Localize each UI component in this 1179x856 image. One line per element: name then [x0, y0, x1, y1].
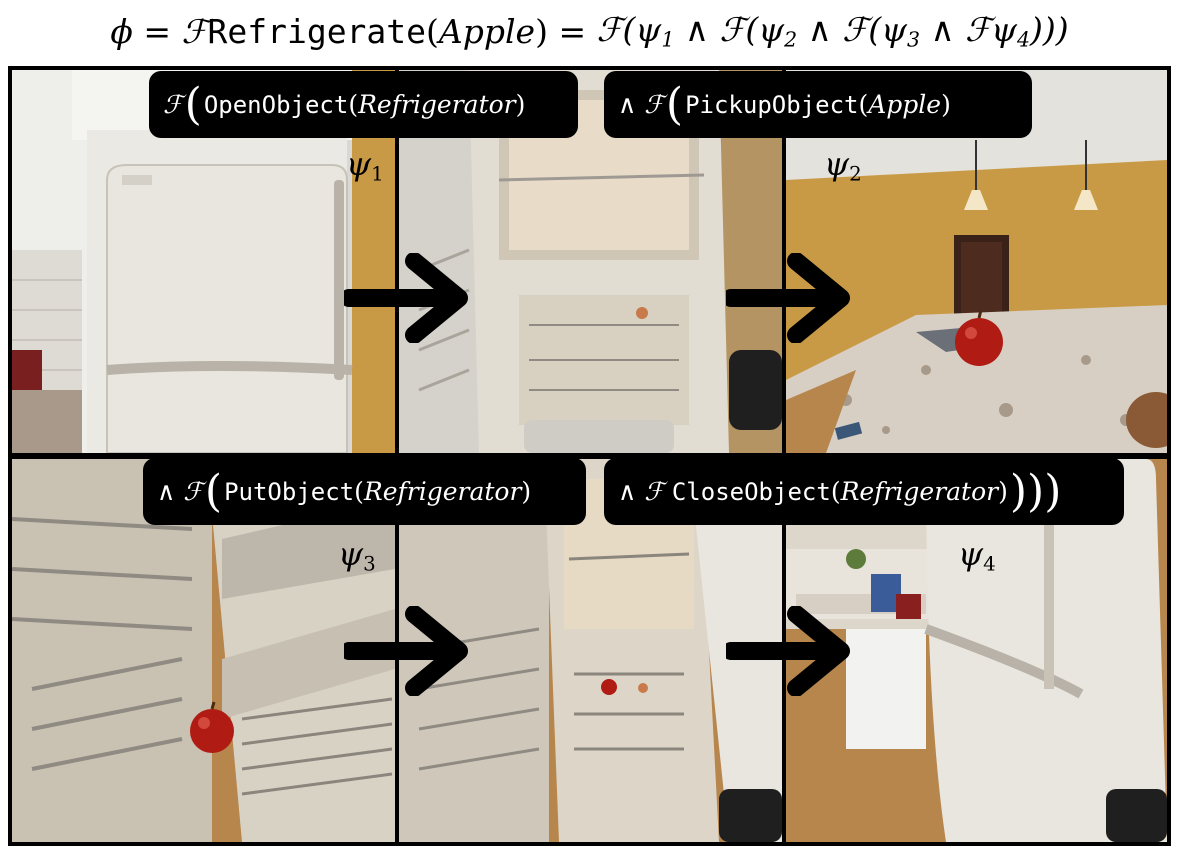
psi-label-3: ψ3 — [338, 535, 376, 576]
frame-grid: ψ1 ψ2 ψ3 ψ4 — [8, 66, 1171, 846]
paren: ( — [426, 11, 439, 51]
task-name: Refrigerate — [207, 11, 427, 51]
pill-put-object: ∧ ℱ ( PutObject ( Refrigerator ) — [143, 458, 586, 525]
arrow-right-icon — [726, 253, 850, 343]
phi-symbol: ϕ — [110, 11, 133, 51]
psi-label-1: ψ1 — [346, 145, 384, 186]
pill-open-object: ℱ ( OpenObject ( Refrigerator ) — [149, 71, 578, 138]
arrow-right-icon — [344, 253, 468, 343]
formula-expansion: ℱ(ψ1 ∧ ℱ(ψ2 ∧ ℱ(ψ3 ∧ ℱψ4))) — [596, 10, 1069, 52]
paren: ) — [535, 11, 548, 51]
arrow-right-icon — [344, 606, 468, 696]
pill-pickup-object: ∧ ℱ ( PickupObject ( Apple ) — [604, 71, 1032, 138]
equals-sign: = — [558, 11, 587, 51]
psi-label-4: ψ4 — [958, 535, 996, 576]
task-argument: Apple — [438, 11, 536, 51]
formula-title: ϕ = ℱ Refrigerate ( Apple ) = ℱ(ψ1 ∧ ℱ(ψ… — [0, 2, 1179, 60]
equals-sign: = — [143, 11, 172, 51]
psi-label-2: ψ2 — [824, 145, 862, 186]
eventually-operator: ℱ — [181, 11, 208, 51]
arrow-right-icon — [726, 606, 850, 696]
pill-close-object: ∧ ℱ CloseObject ( Refrigerator ) ))) — [604, 458, 1124, 525]
